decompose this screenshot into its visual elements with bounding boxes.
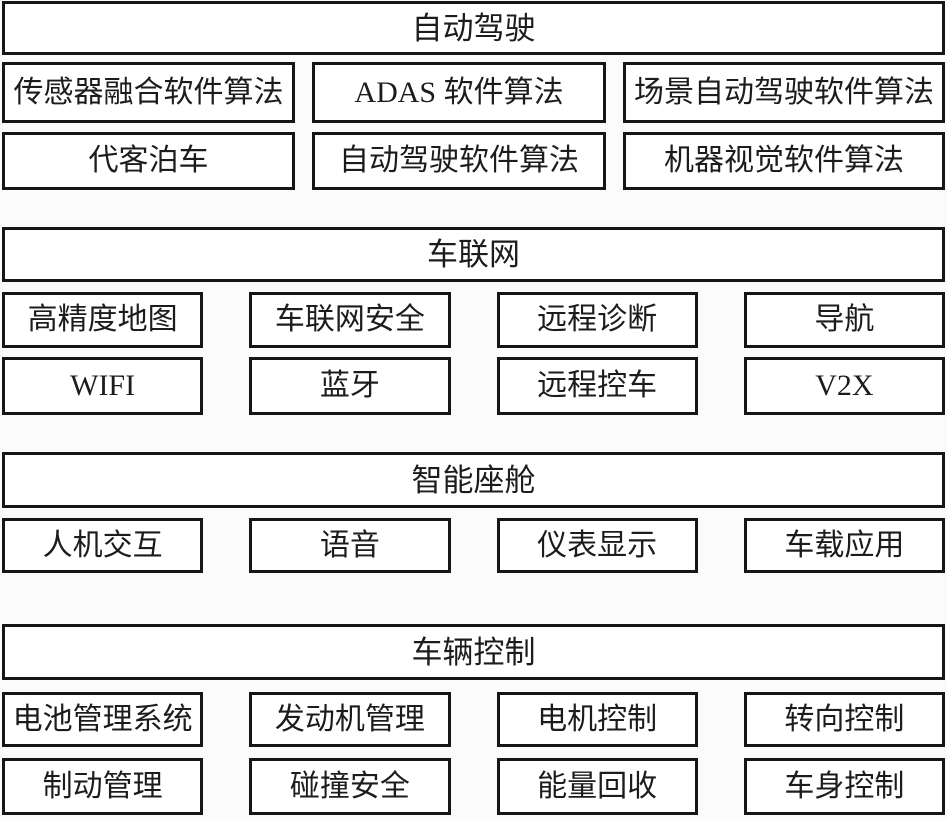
grid-vehicle-control: 电池管理系统 发动机管理 电机控制 转向控制 制动管理 碰撞安全 能量回收 车身… [2,692,945,815]
header-internet-of-vehicles: 车联网 [2,227,945,282]
grid-internet-of-vehicles: 高精度地图 车联网安全 远程诊断 导航 WIFI 蓝牙 远程控车 V2X [2,292,945,415]
grid-autonomous-driving: 传感器融合软件算法 ADAS 软件算法 场景自动驾驶软件算法 代客泊车 自动驾驶… [2,62,945,190]
box-motor-control: 电机控制 [496,692,698,747]
box-iov-security: 车联网安全 [249,292,451,348]
box-adas-algorithm: ADAS 软件算法 [312,62,606,123]
box-scenario-autonomous-driving-algorithm: 场景自动驾驶软件算法 [623,62,945,123]
box-wifi: WIFI [2,357,204,415]
box-in-vehicle-apps: 车载应用 [743,518,945,573]
header-autonomous-driving: 自动驾驶 [2,1,945,55]
box-hd-map: 高精度地图 [2,292,204,348]
header-smart-cockpit: 智能座舱 [2,452,945,508]
grid-smart-cockpit: 人机交互 语音 仪表显示 车载应用 [2,518,945,573]
box-machine-vision-algorithm: 机器视觉软件算法 [623,132,945,190]
box-instrument-display: 仪表显示 [496,518,698,573]
box-battery-management-system: 电池管理系统 [2,692,204,747]
box-human-machine-interaction: 人机交互 [2,518,204,573]
box-bluetooth: 蓝牙 [249,357,451,415]
box-navigation: 导航 [743,292,945,348]
box-collision-safety: 碰撞安全 [249,758,451,815]
box-remote-diagnosis: 远程诊断 [496,292,698,348]
box-autonomous-driving-algorithm: 自动驾驶软件算法 [312,132,606,190]
box-brake-management: 制动管理 [2,758,204,815]
box-energy-recovery: 能量回收 [496,758,698,815]
box-body-control: 车身控制 [743,758,945,815]
box-valet-parking: 代客泊车 [2,132,295,190]
header-vehicle-control: 车辆控制 [2,624,945,680]
box-steering-control: 转向控制 [743,692,945,747]
box-engine-management: 发动机管理 [249,692,451,747]
box-v2x: V2X [743,357,945,415]
box-voice: 语音 [249,518,451,573]
box-sensor-fusion-algorithm: 传感器融合软件算法 [2,62,295,123]
box-remote-vehicle-control: 远程控车 [496,357,698,415]
